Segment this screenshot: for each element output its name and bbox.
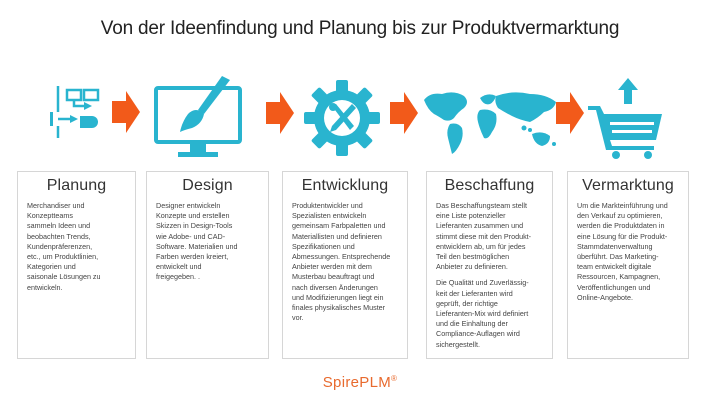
step-title: Planung bbox=[46, 177, 107, 194]
step-box-design: Design Designer entwickeln Konzepte und … bbox=[146, 171, 269, 359]
step-box-beschaffung: Beschaffung Das Beschaffungsteam stellt … bbox=[426, 171, 553, 359]
arrow-right-icon bbox=[390, 92, 418, 134]
step-description: Um die Markteinführung und den Verkauf z… bbox=[577, 201, 668, 302]
step-description: Designer entwickeln Konzepte und erstell… bbox=[156, 201, 238, 282]
step-description: Merchandiser und Konzeptteams sammeln Id… bbox=[27, 201, 101, 292]
step-description: Das Beschaffungsteam stellt eine Liste p… bbox=[436, 201, 532, 272]
spireplm-logo: SpirePLM® bbox=[0, 374, 720, 391]
step-description: Produktentwickler und Spezialisten entwi… bbox=[292, 201, 391, 323]
gear-tools-icon bbox=[304, 80, 380, 156]
step-description-2: Die Qualität und Zuverlässig- keit der L… bbox=[436, 278, 529, 349]
step-title: Design bbox=[182, 177, 233, 194]
logo-part-spire: Spire bbox=[322, 374, 360, 391]
step-box-planung: Planung Merchandiser und Konzeptteams sa… bbox=[17, 171, 136, 359]
arrow-right-icon bbox=[556, 92, 584, 134]
step-box-entwicklung: Entwicklung Produktentwickler und Spezia… bbox=[282, 171, 408, 359]
world-map-icon bbox=[424, 92, 556, 154]
page-title: Von der Ideenfindung und Planung bis zur… bbox=[100, 18, 620, 39]
step-box-vermarktung: Vermarktung Um die Markteinführung und d… bbox=[567, 171, 689, 359]
step-title: Entwicklung bbox=[301, 177, 389, 194]
arrow-right-icon bbox=[112, 91, 140, 133]
arrow-right-icon bbox=[266, 92, 294, 134]
monitor-brush-icon bbox=[154, 76, 242, 157]
step-title: Vermarktung bbox=[582, 177, 674, 194]
shopping-cart-icon bbox=[588, 78, 662, 159]
logo-registered-mark: ® bbox=[391, 374, 398, 383]
step-title: Beschaffung bbox=[444, 177, 535, 194]
flowchart-icon bbox=[50, 86, 100, 138]
logo-part-plm: PLM bbox=[359, 374, 392, 391]
